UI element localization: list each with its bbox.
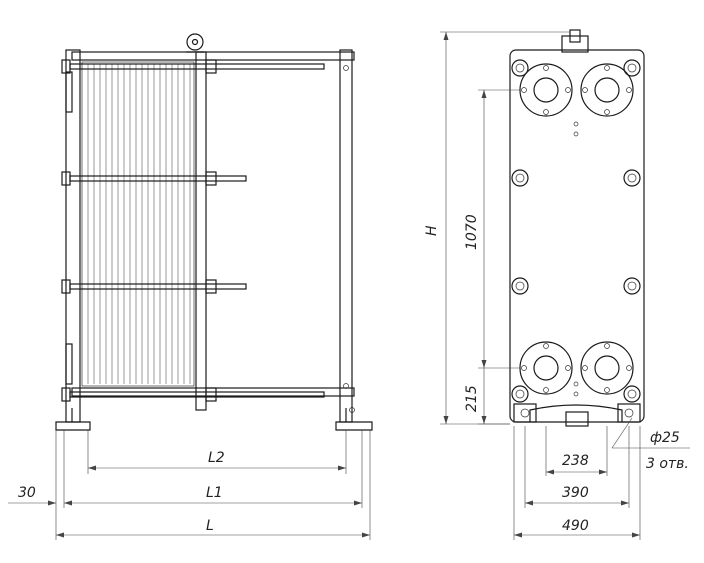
port-bottom-right (580, 341, 634, 395)
nut (205, 171, 217, 186)
nut (61, 387, 71, 402)
bottom-cutout (529, 404, 623, 422)
front-view (509, 29, 645, 427)
tie-rod-3 (69, 283, 247, 290)
port-top-left (519, 63, 573, 117)
bottom-lug (565, 411, 589, 427)
label-hole-count: 3 отв. (646, 456, 689, 472)
foot-pad-right (617, 403, 641, 423)
nut (205, 59, 217, 74)
top-lug (561, 35, 589, 53)
label-238: 238 (562, 453, 589, 469)
roller-wheel (186, 33, 204, 51)
tie-rod-1 (69, 63, 325, 70)
nut (205, 279, 217, 294)
top-guide-bar (71, 51, 355, 61)
top-roller (569, 29, 581, 43)
right-foot (335, 421, 373, 431)
nut (61, 279, 71, 294)
side-view (55, 33, 373, 431)
side-dimensions (8, 430, 371, 540)
label-l: L (206, 518, 214, 534)
label-390: 390 (562, 485, 589, 501)
roller-axle (191, 38, 199, 46)
nut (205, 387, 217, 402)
left-foot (55, 421, 91, 431)
label-1070: 1070 (464, 214, 480, 250)
label-215: 215 (464, 385, 480, 412)
plate-pack (81, 61, 195, 387)
leader-hole (611, 417, 633, 449)
label-hole-diameter: ф25 (650, 430, 680, 446)
nozzle-top (65, 71, 73, 113)
port-top-right (580, 63, 634, 117)
label-490: 490 (562, 518, 589, 534)
nut (61, 171, 71, 186)
front-dimensions (440, 31, 690, 540)
tie-rod-2 (69, 175, 247, 182)
label-h: H (424, 225, 440, 236)
tie-bolts (511, 59, 641, 403)
support-column (339, 49, 353, 423)
label-30: 30 (18, 485, 36, 501)
fixed-frame-plate (65, 49, 81, 423)
frame-plate-outline (509, 49, 645, 423)
foot-pad-left (513, 403, 537, 423)
nozzle-bottom (65, 343, 73, 385)
port-bottom-left (519, 341, 573, 395)
pressure-plate (195, 51, 207, 411)
tie-rods (61, 59, 325, 402)
label-l2: L2 (208, 450, 225, 466)
label-l1: L1 (206, 485, 223, 501)
plate-pack-outline (81, 61, 195, 387)
